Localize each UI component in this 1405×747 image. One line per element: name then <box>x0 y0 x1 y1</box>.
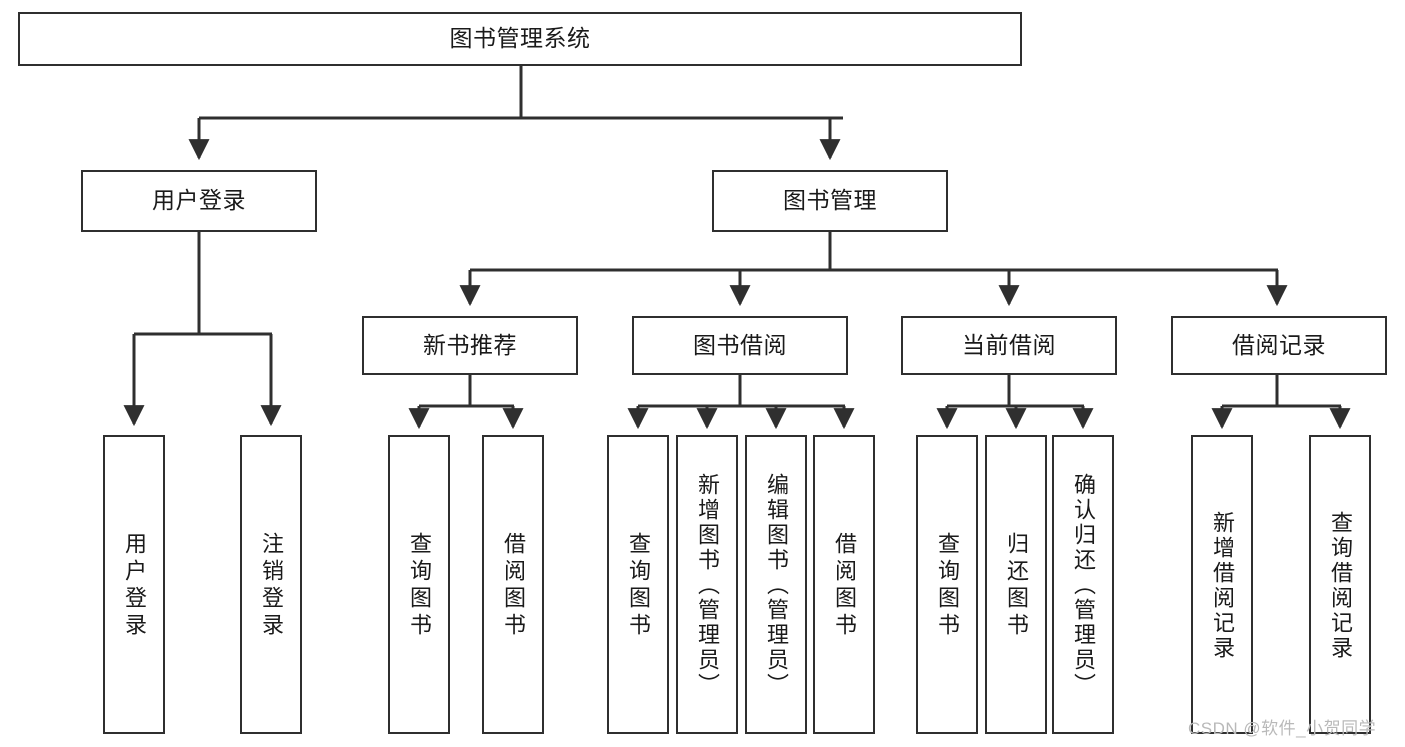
leaf-record-add-record[interactable]: 新增借阅记录 <box>1191 435 1253 734</box>
node-label: 当前借阅 <box>962 331 1056 358</box>
node-label: 借阅记录 <box>1232 331 1326 358</box>
node-label: 新书推荐 <box>423 331 517 358</box>
node-label: 编辑图书（管理员） <box>764 473 789 698</box>
node-label: 用户登录 <box>152 187 246 214</box>
node-label: 借阅图书 <box>501 531 526 640</box>
leaf-user-login-login[interactable]: 用户登录 <box>103 435 165 734</box>
node-label: 图书管理系统 <box>449 25 591 52</box>
leaf-borrow-edit-book-admin[interactable]: 编辑图书（管理员） <box>745 435 807 734</box>
leaf-record-query-record[interactable]: 查询借阅记录 <box>1309 435 1371 734</box>
node-label: 查询图书 <box>407 531 432 640</box>
node-new-book-recommend[interactable]: 新书推荐 <box>362 316 578 375</box>
node-book-management[interactable]: 图书管理 <box>712 170 948 232</box>
leaf-current-confirm-return-admin[interactable]: 确认归还（管理员） <box>1052 435 1114 734</box>
leaf-current-query-book[interactable]: 查询图书 <box>916 435 978 734</box>
node-label: 查询借阅记录 <box>1328 510 1353 661</box>
leaf-borrow-borrow-book[interactable]: 借阅图书 <box>813 435 875 734</box>
leaf-borrow-add-book-admin[interactable]: 新增图书（管理员） <box>676 435 738 734</box>
node-label: 新增图书（管理员） <box>695 473 720 698</box>
node-label: 确认归还（管理员） <box>1071 473 1096 698</box>
leaf-recommend-query-book[interactable]: 查询图书 <box>388 435 450 734</box>
node-label: 查询图书 <box>935 531 960 640</box>
node-user-login[interactable]: 用户登录 <box>81 170 317 232</box>
node-label: 新增借阅记录 <box>1210 510 1235 661</box>
node-label: 借阅图书 <box>832 531 857 640</box>
leaf-borrow-query-book[interactable]: 查询图书 <box>607 435 669 734</box>
leaf-current-return-book[interactable]: 归还图书 <box>985 435 1047 734</box>
leaf-user-login-logout[interactable]: 注销登录 <box>240 435 302 734</box>
node-label: 查询图书 <box>626 531 651 640</box>
leaf-recommend-borrow-book[interactable]: 借阅图书 <box>482 435 544 734</box>
node-root-system[interactable]: 图书管理系统 <box>18 12 1022 66</box>
node-book-borrow[interactable]: 图书借阅 <box>632 316 848 375</box>
node-label: 用户登录 <box>122 531 147 640</box>
node-label: 归还图书 <box>1004 531 1029 640</box>
node-label: 图书管理 <box>783 187 877 214</box>
node-label: 注销登录 <box>259 531 284 640</box>
node-current-borrow[interactable]: 当前借阅 <box>901 316 1117 375</box>
node-borrow-record[interactable]: 借阅记录 <box>1171 316 1387 375</box>
csdn-watermark: CSDN @软件_小贺同学 <box>1188 719 1377 738</box>
node-label: 图书借阅 <box>693 331 787 358</box>
